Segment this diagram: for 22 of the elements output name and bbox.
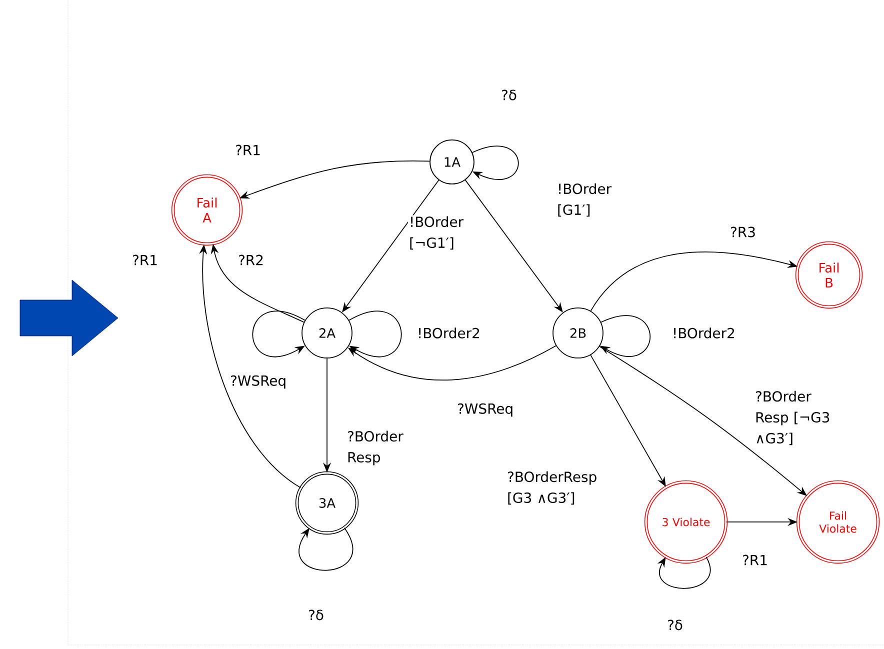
arrow [657, 556, 710, 589]
edge-label: !BOrder [¬G1′] [410, 216, 464, 250]
edge-label: ?BOrderResp [G3 ∧G3′] [508, 471, 596, 505]
edge-label: ?δ [502, 90, 516, 100]
edge-label: !BOrder [G1′] [558, 183, 612, 217]
edge-label: ?R2 [239, 254, 263, 266]
edge-label: !BOrder2 [419, 328, 480, 338]
arrow [252, 310, 306, 358]
edge-label: ?R1 [236, 144, 260, 156]
edge-label: ?R1 [133, 254, 157, 266]
arrow [472, 146, 519, 180]
arrow [298, 527, 354, 571]
arrow [348, 310, 402, 358]
edge-label: !BOrder2 [674, 328, 734, 338]
edge-label: ?WSReq [231, 375, 286, 389]
edge-label: ?WSReq [458, 403, 512, 417]
edge-label: ?δ [668, 620, 682, 630]
edge-label: ?BOrder Resp [348, 430, 404, 466]
edge-label: ?BOrder Resp [¬G3 ∧G3′] [756, 390, 830, 446]
edge-label: ?R3 [731, 226, 755, 238]
edge-label: ?R1 [743, 554, 767, 566]
edge-label: ?δ [309, 610, 324, 620]
